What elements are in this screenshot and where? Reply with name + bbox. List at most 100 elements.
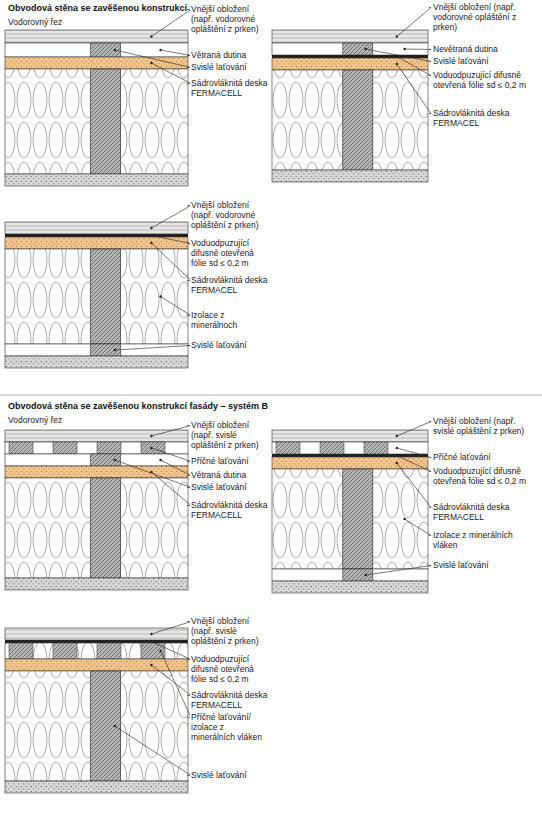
leader-line [161, 651, 191, 718]
part-label: Svislé laťování [432, 56, 539, 66]
wall-section [5, 30, 188, 186]
inner-layer [5, 578, 188, 590]
leader-line [161, 460, 191, 476]
part-label: Svislé laťování [190, 482, 270, 492]
wall-section [5, 222, 188, 368]
part-label: Voduodpuzující difusně otevřená fólie sd… [190, 238, 270, 269]
leader-line [397, 448, 431, 458]
part-label: Sádrovláknitá deska FERMACEL [190, 275, 270, 295]
board-layer [5, 30, 188, 43]
section-caption: Vodorovný řez [8, 415, 62, 425]
leader-line [151, 642, 191, 660]
cavity-layer [272, 569, 428, 581]
section-heading: Obvodová stěna se zavěšenou konstrukcí f… [8, 401, 268, 411]
leader-line [115, 460, 191, 488]
leader-dot [150, 471, 152, 473]
leader-line [397, 64, 431, 114]
leader-dot [150, 35, 152, 37]
wall-section [272, 430, 428, 593]
ferm-layer [5, 57, 188, 69]
section-separator [0, 395, 542, 396]
ferm-layer [5, 659, 188, 671]
cross-batten [364, 442, 388, 454]
part-label: Voduodpuzující difusně otevřená fólie sd… [190, 654, 270, 685]
leader-line [151, 206, 191, 229]
cross-batten [97, 442, 121, 454]
board-layer [272, 30, 428, 43]
cavity-layer [272, 43, 428, 55]
cross-batten [53, 442, 77, 454]
part-label: Sádrovláknitá deska FERMACEL [432, 108, 539, 128]
leader-line [151, 10, 191, 37]
ins-layer [272, 469, 428, 569]
leader-dot [159, 295, 161, 297]
stud [343, 70, 373, 170]
leader-dot [114, 459, 116, 461]
batten [91, 454, 121, 466]
foil-layer [5, 640, 188, 643]
leader-line [397, 8, 431, 37]
leader-dot [403, 48, 405, 50]
leader-line [366, 49, 431, 62]
leader-line [151, 622, 191, 635]
part-label: Sádrovláknitá deska FERMACELL [432, 502, 539, 522]
leader-dot [364, 574, 366, 576]
part-label: Sádrovláknitá deska FERMACELL [190, 690, 270, 710]
cross-batten [141, 442, 165, 454]
part-label: Příčné laťování [190, 456, 270, 466]
cross-batten [141, 643, 165, 659]
part-label: Svislé laťování [190, 340, 270, 350]
stud [91, 671, 121, 781]
part-label: Vnější obložení (např. svislé opláštění … [432, 416, 539, 436]
stud [91, 478, 121, 578]
leader-line [151, 243, 191, 281]
part-label: Izolace z minerálních vláken [432, 530, 539, 550]
inner-layer [5, 174, 188, 186]
leader-dot [150, 640, 152, 642]
stud [91, 249, 121, 344]
cavity-layer [5, 344, 188, 356]
part-label: Sádrovláknitá deska FERMACELL [190, 500, 270, 520]
leader-dot [403, 518, 405, 520]
cross-batten [320, 442, 344, 454]
part-label: Nevětraná dutina [432, 44, 539, 54]
wall-section [272, 30, 428, 182]
batten [343, 43, 373, 55]
leader-line [366, 566, 431, 576]
leader-line [151, 426, 191, 437]
part-label: Příčné laťování/ izolace z minerálních v… [190, 712, 270, 743]
cross-batten [97, 643, 121, 659]
part-label: Voduodpuzující difusně otevřená fólie sd… [432, 70, 539, 90]
inner-layer [5, 781, 188, 793]
ins-layer [272, 70, 428, 170]
ins-layer [5, 249, 188, 344]
part-label: Svislé laťování [432, 560, 539, 570]
leader-dot [150, 234, 152, 236]
leader-line [161, 297, 191, 316]
cavity-layer [5, 454, 188, 466]
leader-dot [150, 242, 152, 244]
batten [91, 43, 121, 57]
ferm-layer [272, 58, 428, 70]
part-label: Vnější obložení (např. vodorovné opláště… [190, 4, 270, 35]
inner-layer [272, 170, 428, 182]
cross-batten [53, 643, 77, 659]
leader-dot [150, 435, 152, 437]
leader-dot [150, 62, 152, 64]
board-layer [5, 628, 188, 640]
part-label: Větraná dutina [190, 470, 270, 480]
part-label: Vnější obložení (např. vodorovné opláště… [432, 2, 539, 33]
part-label: Voduodpuzující difusně otevřená fólie sd… [432, 466, 539, 486]
leader-line [151, 665, 191, 696]
foil-layer [5, 234, 188, 237]
leader-line [397, 422, 431, 437]
part-label: Sádrovláknitá deska FERMACELL [190, 78, 270, 98]
leader-line [151, 63, 191, 84]
wall-section [5, 628, 188, 793]
leader-dot [150, 664, 152, 666]
part-label: Příčné laťování [432, 452, 539, 462]
leader-line [151, 448, 191, 462]
cross-layer [272, 442, 428, 454]
leader-dot [396, 447, 398, 449]
leader-line [115, 726, 191, 776]
